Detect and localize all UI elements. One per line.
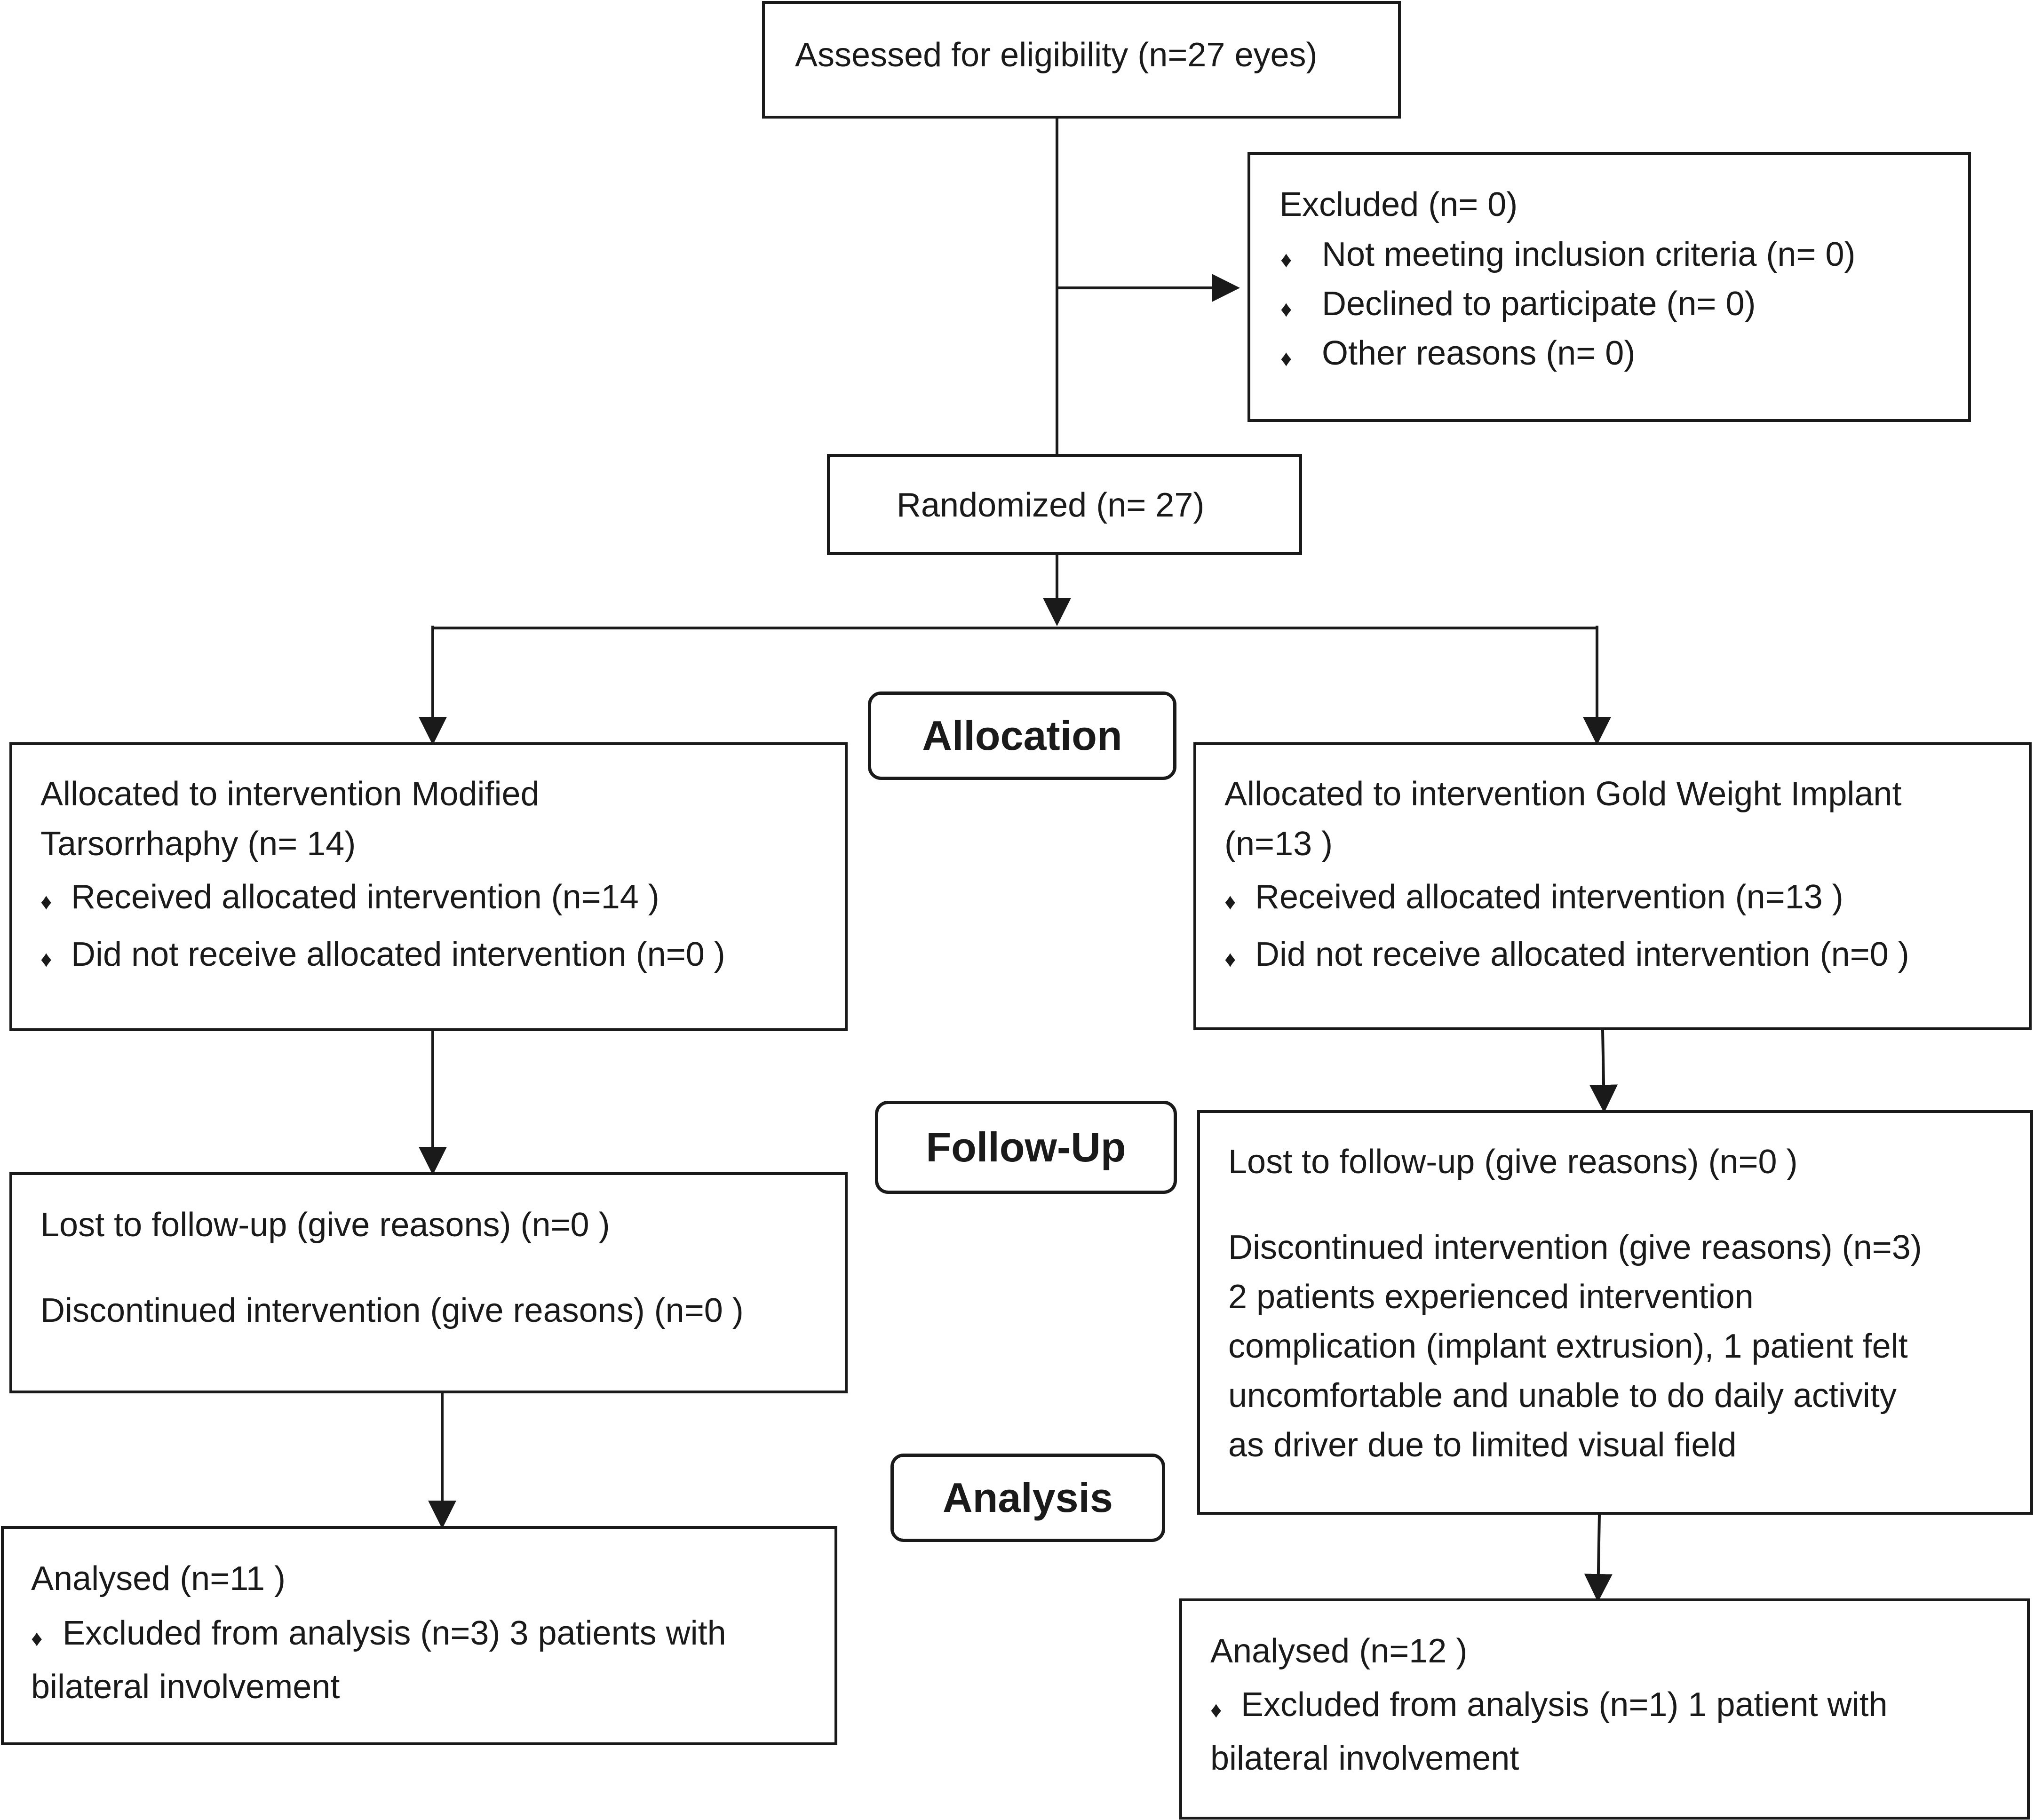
arrow-right-allocation-to-follow-up (1589, 1030, 1618, 1113)
diamond-bullet-icon: ♦ (1224, 947, 1236, 972)
right-discontinued-reason: complication (implant extrusion), 1 pati… (1228, 1327, 1908, 1365)
right-excluded-from-analysis: Excluded from analysis (n=1) 1 patient w… (1241, 1686, 1888, 1724)
diamond-bullet-icon: ♦ (1280, 346, 1292, 371)
assessed-box: Assessed for eligibility (n=27 eyes) (762, 1, 1401, 119)
right-discontinued-reason: uncomfortable and unable to do daily act… (1228, 1377, 1897, 1415)
randomized-box: Randomized (n= 27) (827, 454, 1302, 555)
right-analysed: Analysed (n=12 ) (1210, 1632, 1468, 1670)
diamond-bullet-icon: ♦ (1280, 247, 1292, 272)
diamond-bullet-icon: ♦ (1224, 890, 1236, 914)
left-discontinued: Discontinued intervention (give reasons)… (40, 1292, 744, 1329)
randomized-label: Randomized (n= 27) (897, 486, 1205, 524)
left-not-received: Did not receive allocated intervention (… (71, 936, 725, 973)
left-received: Received allocated intervention (n=14 ) (71, 878, 659, 916)
connector-split-bar (431, 627, 1598, 656)
excluded-reason: Declined to participate (n= 0) (1322, 285, 1756, 323)
left-allocation-title-cont: Tarsorrhaphy (n= 14) (40, 825, 356, 863)
right-allocation-box: Allocated to intervention Gold Weight Im… (1193, 742, 2032, 1030)
right-allocation-title: Allocated to intervention Gold Weight Im… (1224, 775, 1902, 813)
left-follow-up-box: Lost to follow-up (give reasons) (n=0 ) … (9, 1172, 848, 1393)
left-excluded-from-analysis-cont: bilateral involvement (31, 1668, 340, 1706)
diamond-bullet-icon: ♦ (40, 890, 52, 914)
excluded-reason: Not meeting inclusion criteria (n= 0) (1322, 236, 1856, 273)
diamond-bullet-icon: ♦ (1280, 297, 1292, 322)
left-analysis-box: Analysed (n=11 ) ♦ Excluded from analysi… (1, 1526, 837, 1745)
right-discontinued-reason: as driver due to limited visual field (1228, 1426, 1737, 1464)
excluded-reason: Other reasons (n= 0) (1322, 334, 1636, 372)
right-received: Received allocated intervention (n=13 ) (1255, 878, 1843, 916)
assessed-label: Assessed for eligibility (n=27 eyes) (795, 36, 1318, 74)
right-allocation-title-cont: (n=13 ) (1224, 825, 1333, 863)
excluded-box: Excluded (n= 0) ♦ Not meeting inclusion … (1247, 152, 1971, 422)
left-excluded-from-analysis: Excluded from analysis (n=3) 3 patients … (63, 1614, 726, 1652)
right-discontinued-reason: 2 patients experienced intervention (1228, 1278, 1754, 1316)
right-follow-up-box: Lost to follow-up (give reasons) (n=0 ) … (1197, 1110, 2033, 1515)
stage-allocation: Allocation (868, 691, 1176, 780)
right-not-received: Did not receive allocated intervention (… (1255, 936, 1909, 973)
arrow-right-follow-up-to-analysis (1584, 1514, 1613, 1602)
diamond-bullet-icon: ♦ (40, 947, 52, 972)
stage-analysis: Analysis (890, 1454, 1165, 1542)
left-allocation-title: Allocated to intervention Modified (40, 775, 540, 813)
left-analysed: Analysed (n=11 ) (31, 1560, 286, 1597)
right-lost-to-follow-up: Lost to follow-up (give reasons) (n=0 ) (1228, 1143, 1798, 1181)
excluded-title: Excluded (n= 0) (1279, 186, 1518, 223)
stage-follow-up: Follow-Up (875, 1101, 1177, 1194)
right-analysis-box: Analysed (n=12 ) ♦ Excluded from analysi… (1179, 1598, 2030, 1820)
right-excluded-from-analysis-cont: bilateral involvement (1210, 1740, 1519, 1777)
left-allocation-box: Allocated to intervention Modified Tarso… (9, 742, 848, 1031)
diamond-bullet-icon: ♦ (31, 1626, 43, 1651)
right-discontinued: Discontinued intervention (give reasons)… (1228, 1229, 1922, 1266)
diamond-bullet-icon: ♦ (1210, 1698, 1222, 1723)
left-lost-to-follow-up: Lost to follow-up (give reasons) (n=0 ) (40, 1206, 610, 1244)
